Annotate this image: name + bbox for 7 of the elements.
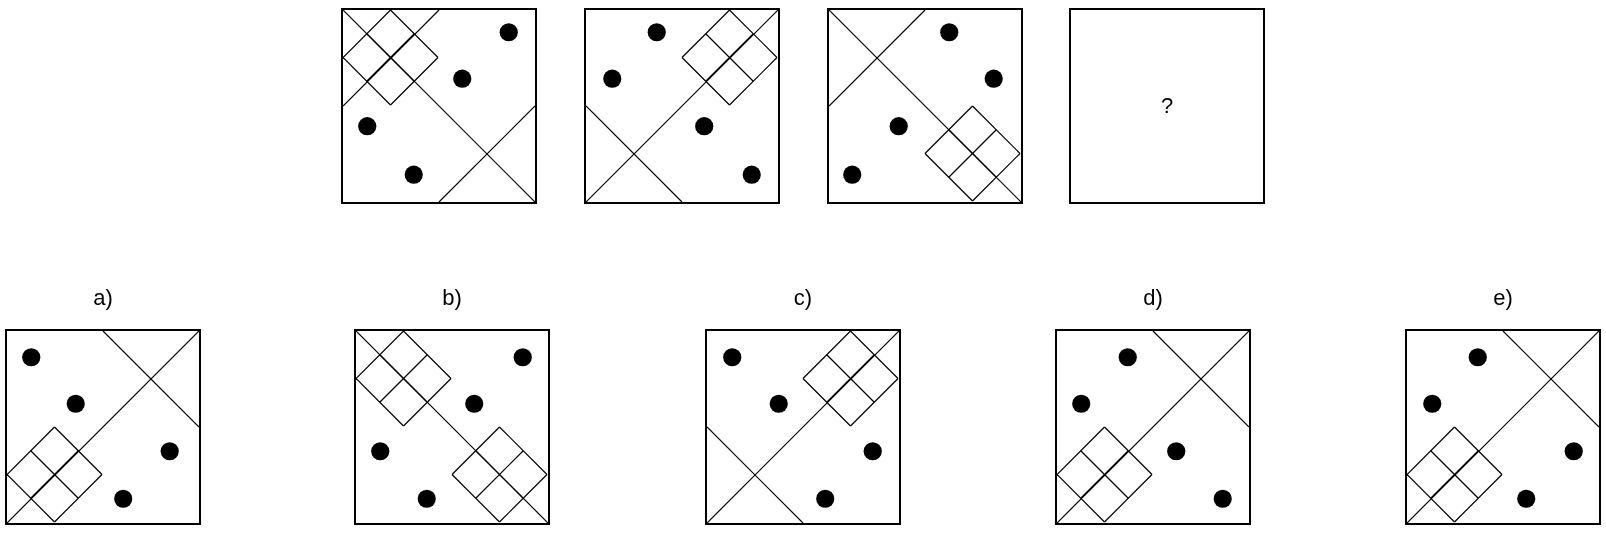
puzzle-panel xyxy=(1069,8,1265,204)
option-label: d) xyxy=(1142,285,1164,311)
option-label: a) xyxy=(92,285,114,311)
option-label: e) xyxy=(1492,285,1514,311)
option-label: c) xyxy=(792,285,814,311)
question-mark: ? xyxy=(1159,93,1175,119)
option-label: b) xyxy=(441,285,463,311)
